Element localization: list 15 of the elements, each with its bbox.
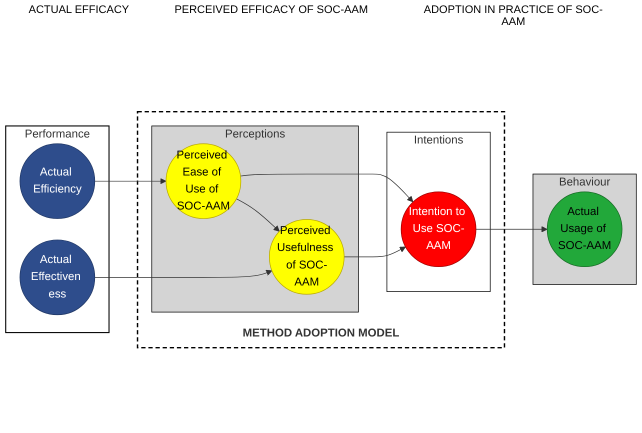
node-circle: Intention to Use SOC-AAM xyxy=(400,191,476,267)
arrow xyxy=(476,226,548,232)
node-circle: Actual Effectiven ess xyxy=(20,239,96,315)
node-circle: Perceived Usefulness of SOC-AAM xyxy=(268,218,345,294)
node-circle: Perceived Ease of Use of SOC-AAM xyxy=(166,143,242,219)
arrow xyxy=(94,270,272,278)
arrow xyxy=(240,173,414,202)
arrow xyxy=(94,178,166,184)
node-circle: Actual Usage of SOC-AAM xyxy=(546,191,622,267)
section-heading: PERCEIVED EFFICACY OF SOC-AAM xyxy=(174,4,368,18)
arrow xyxy=(236,198,280,232)
node-circle: Actual Efficiency xyxy=(20,143,96,219)
section-heading: ACTUAL EFFICACY xyxy=(28,4,130,18)
arrow xyxy=(344,246,406,257)
section-heading: ADOPTION IN PRACTICE OF SOC-AAM xyxy=(422,4,604,28)
